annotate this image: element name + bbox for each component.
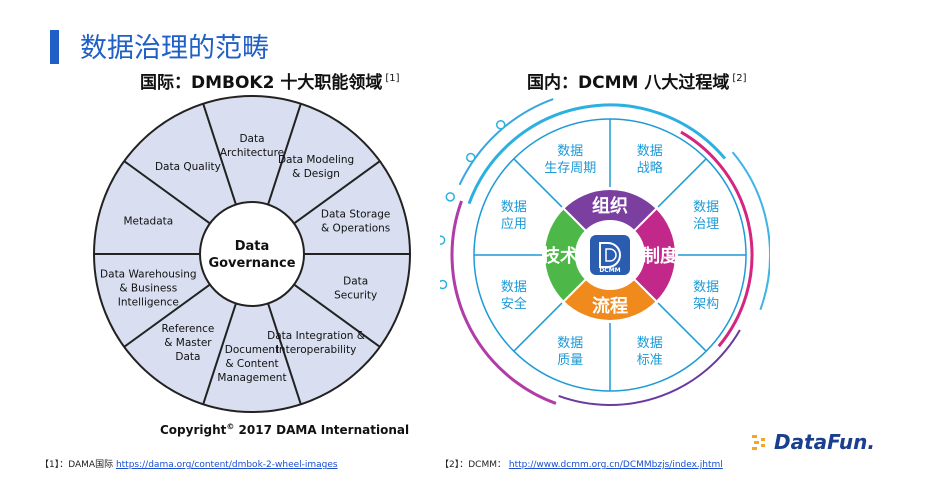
dcmm-subtitle: 国内：DCMM 八大过程域[2] (527, 68, 747, 93)
dcmm-segment-label: 数据标准 (637, 336, 663, 368)
copyright-suffix: 2017 DAMA International (234, 423, 410, 437)
dmbok-segment-label: Metadata (123, 215, 173, 227)
page-title: 数据治理的范畴 (80, 33, 269, 64)
dcmm-segment-label: 数据战略 (637, 144, 663, 176)
dcmm-segment-label: 数据质量 (557, 336, 583, 368)
dcmm-divider (657, 158, 707, 208)
footnote-2-label: 【2】：DCMM： (440, 460, 506, 470)
datafun-logo: DataFun. (752, 430, 875, 454)
dcmm-decor-arc (558, 329, 741, 406)
dcmm-decor-dot (495, 120, 506, 130)
dcmm-inner-label: 组织 (592, 195, 628, 217)
dcmm-segment-label: 数据生存周期 (544, 144, 596, 176)
dmbok-segment-label: Data Modeling& Design (278, 154, 354, 180)
dcmm-logo-text: DCMM (599, 267, 620, 274)
dcmm-divider (657, 302, 707, 352)
dcmm-inner-label: 流程 (592, 295, 628, 317)
dcmm-decor-arc (680, 130, 754, 348)
dcmm-decor-dot (440, 235, 446, 245)
copyright-prefix: Copyright (160, 423, 227, 437)
dmbok-segment-label: Data Quality (155, 161, 221, 173)
dmbok-divider (202, 303, 237, 405)
dmbok-center-circle (199, 201, 305, 307)
dcmm-decor-arc (450, 200, 557, 405)
dmbok-divider (293, 283, 381, 348)
dcmm-segment-label: 数据架构 (693, 280, 719, 312)
dcmm-inner-label: 技术 (542, 245, 578, 267)
dmbok-divider (267, 103, 302, 205)
footnote-1-label: 【1】：DAMA国际 (40, 460, 114, 470)
dmbok-segment-label: Data Storage& Operations (321, 208, 391, 234)
dmbok-subtitle-text: 国际：DMBOK2 十大职能领域 (140, 73, 383, 93)
dcmm-inner-segment (543, 206, 588, 304)
dcmm-decor-dot (465, 152, 476, 163)
footnote-1: 【1】：DAMA国际 https://dama.org/content/dmbo… (40, 457, 338, 470)
datafun-logo-icon (752, 435, 765, 450)
dcmm-subtitle-text: 国内：DCMM 八大过程域 (527, 73, 730, 93)
dmbok-divider (202, 103, 237, 205)
dcmm-decor-arc (458, 98, 554, 186)
dcmm-segment-label: 数据安全 (501, 280, 527, 312)
dmbok-divider (267, 303, 302, 405)
dcmm-inner-segment (561, 188, 659, 233)
footnote-1-link[interactable]: https://dama.org/content/dmbok-2-wheel-i… (115, 460, 338, 470)
dcmm-decor-arc (467, 103, 727, 205)
dmbok-subtitle: 国际：DMBOK2 十大职能领域[1] (140, 68, 400, 93)
dcmm-segment-label: 数据治理 (693, 200, 719, 232)
dcmm-inner-segment (632, 206, 677, 304)
dmbok-segment-label: Data Integration &Interoperability (267, 330, 365, 356)
dcmm-segment-label: 数据应用 (501, 200, 527, 232)
dcmm-decor-dot (440, 279, 448, 290)
dmbok-divider (123, 160, 211, 225)
datafun-logo-text: DataFun. (774, 430, 875, 454)
dama-copyright: Copyright© 2017 DAMA International (160, 422, 409, 437)
dcmm-logo-mark-inner (605, 248, 617, 262)
dcmm-decor-arc (731, 151, 770, 311)
dcmm-divider (513, 158, 563, 208)
footnote-2-link[interactable]: http://www.dcmm.org.cn/DCMMbzjs/index.jh… (508, 460, 723, 470)
dcmm-inner-label: 制度 (642, 245, 679, 267)
dcmm-logo-mark (599, 242, 621, 268)
dcmm-ref: [2] (732, 73, 747, 85)
dmbok-divider (123, 283, 211, 348)
dcmm-inner-segment (561, 277, 659, 322)
dcmm-divider (513, 302, 563, 352)
dmbok-divider (293, 160, 381, 225)
copyright-mark: © (226, 422, 235, 431)
title-accent-bar (50, 30, 59, 64)
footnote-2: 【2】：DCMM： http://www.dcmm.org.cn/DCMMbzj… (440, 457, 723, 470)
dmbok-ref: [1] (385, 73, 400, 85)
dcmm-decor-dot (445, 192, 456, 202)
